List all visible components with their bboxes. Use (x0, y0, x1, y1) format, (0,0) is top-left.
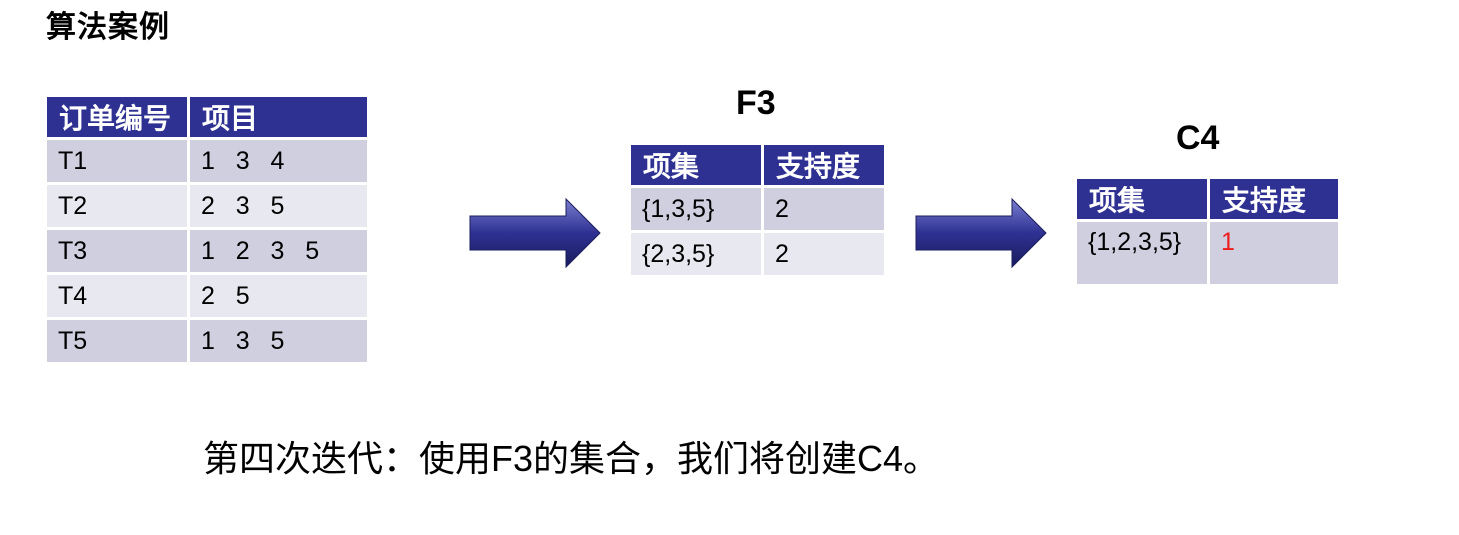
order-id-cell: T2 (47, 185, 187, 227)
table-row: {1,2,3,5} 1 (1077, 222, 1338, 284)
table-row: {1,3,5} 2 (631, 188, 884, 230)
column-header-order-id: 订单编号 (47, 97, 187, 137)
page-title: 算法案例 (46, 11, 170, 44)
support-cell: 2 (764, 188, 884, 230)
column-header-itemset: 项集 (631, 145, 761, 185)
table-header-row: 项集 支持度 (1077, 179, 1338, 219)
caption-text: 第四次迭代：使用F3的集合，我们将创建C4。 (203, 438, 940, 479)
orders-table: 订单编号 项目 T1 1 3 4 T2 2 3 5 T3 1 2 3 5 T4 … (44, 94, 370, 365)
table-row: T4 2 5 (47, 275, 367, 317)
order-id-cell: T1 (47, 140, 187, 182)
column-header-items: 项目 (190, 97, 367, 137)
items-cell: 2 5 (190, 275, 367, 317)
items-cell: 1 2 3 5 (190, 230, 367, 272)
items-cell: 1 3 5 (190, 320, 367, 362)
column-header-support: 支持度 (1210, 179, 1338, 219)
order-id-cell: T5 (47, 320, 187, 362)
f3-table: 项集 支持度 {1,3,5} 2 {2,3,5} 2 (628, 142, 887, 278)
right-arrow-icon (915, 197, 1047, 269)
table-row: T3 1 2 3 5 (47, 230, 367, 272)
itemset-cell: {2,3,5} (631, 233, 761, 275)
table-row: {2,3,5} 2 (631, 233, 884, 275)
items-cell: 2 3 5 (190, 185, 367, 227)
table-row: T2 2 3 5 (47, 185, 367, 227)
order-id-cell: T4 (47, 275, 187, 317)
itemset-cell: {1,3,5} (631, 188, 761, 230)
column-header-itemset: 项集 (1077, 179, 1207, 219)
table-header-row: 项集 支持度 (631, 145, 884, 185)
itemset-cell: {1,2,3,5} (1077, 222, 1207, 284)
c4-table: 项集 支持度 {1,2,3,5} 1 (1074, 176, 1341, 287)
items-cell: 1 3 4 (190, 140, 367, 182)
column-header-support: 支持度 (764, 145, 884, 185)
table-row: T5 1 3 5 (47, 320, 367, 362)
c4-title: C4 (1176, 119, 1220, 157)
f3-title: F3 (736, 84, 776, 122)
table-row: T1 1 3 4 (47, 140, 367, 182)
order-id-cell: T3 (47, 230, 187, 272)
right-arrow-icon (469, 197, 601, 269)
support-cell: 2 (764, 233, 884, 275)
table-header-row: 订单编号 项目 (47, 97, 367, 137)
support-cell: 1 (1210, 222, 1338, 284)
